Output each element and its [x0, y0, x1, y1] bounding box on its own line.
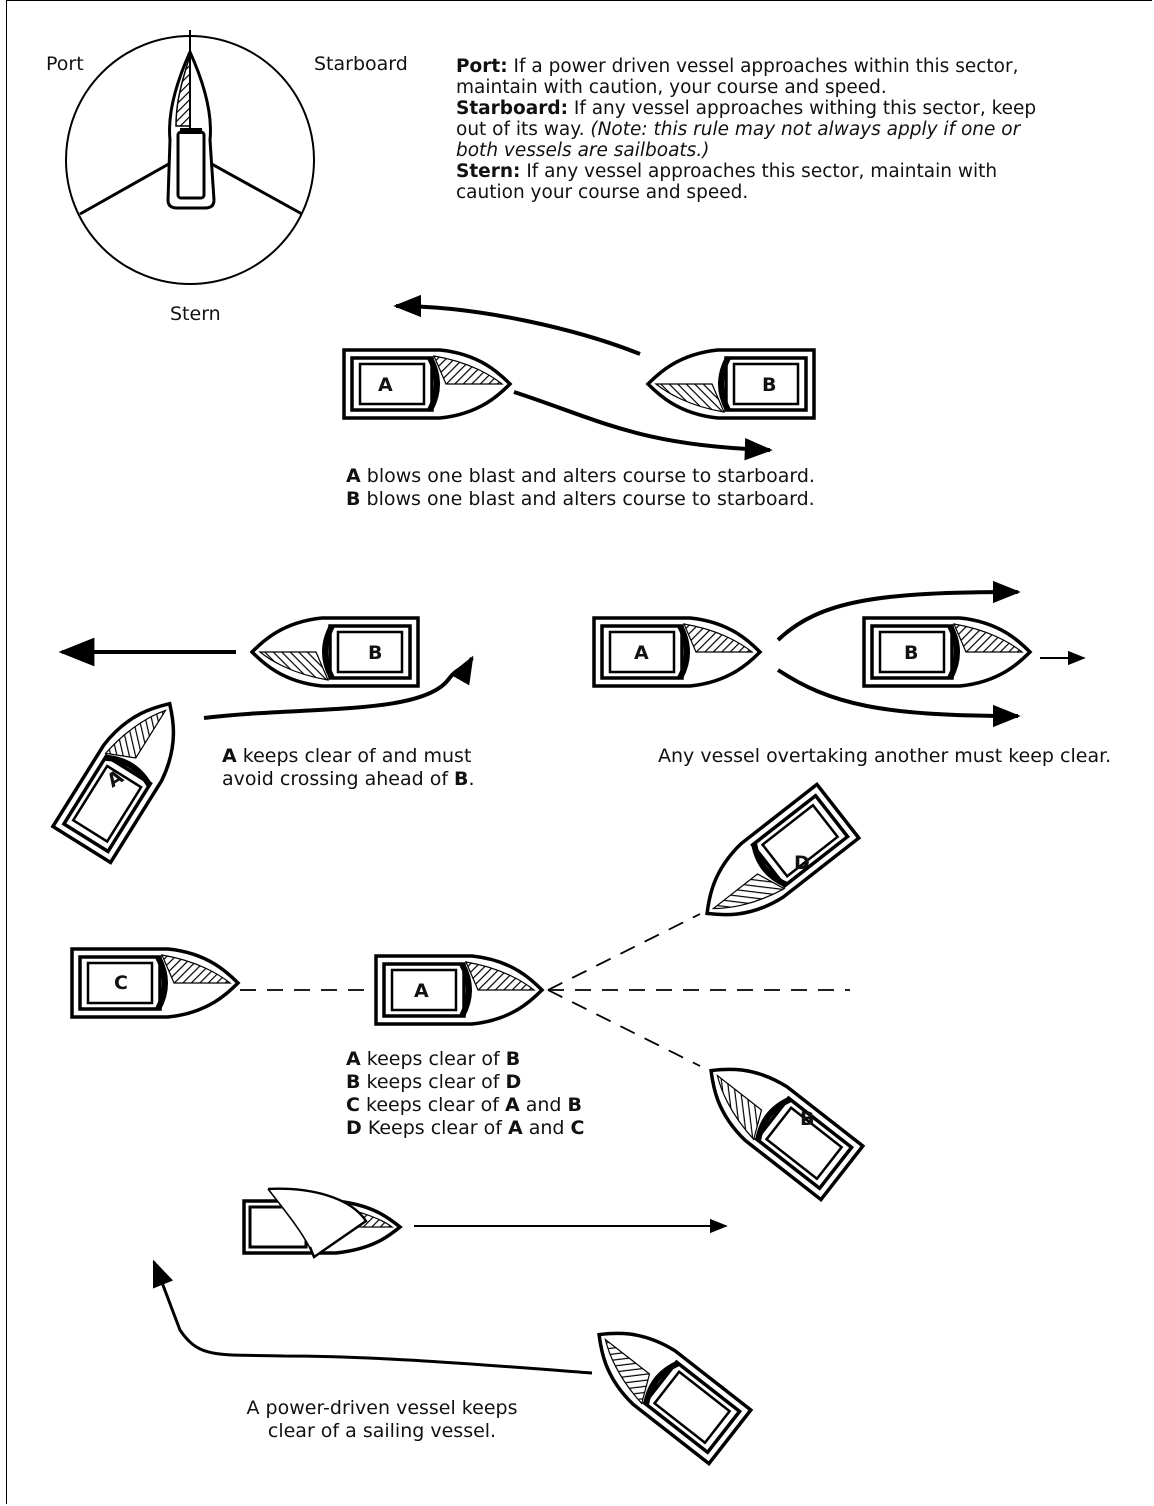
sailing-caption-line1: A power-driven vessel keeps [246, 1397, 518, 1419]
multi4-t1: Keeps clear of [361, 1117, 508, 1139]
starboard-rule-cont: out of its way. (Note: this rule may not… [456, 119, 1096, 140]
sailing-caption-line2: clear of a sailing vessel. [267, 1420, 497, 1442]
arrow-b-to-starboard [393, 294, 641, 356]
multi1-t1: keeps clear of [360, 1048, 506, 1070]
headon-b-text: blows one blast and alters course to sta… [360, 488, 815, 510]
port-label: Port [46, 53, 84, 75]
boat-d-multi [705, 781, 862, 917]
starboard-note: (Note: this rule may not always apply if… [590, 119, 1021, 140]
crossing-end: . [468, 768, 475, 790]
starboard-rule-label: Starboard: [456, 98, 568, 119]
overtaking-caption: Any vessel overtaking another must keep … [658, 745, 1112, 767]
multi-caption-4: D Keeps clear of A and C [346, 1117, 584, 1139]
multi-caption-2: B keeps clear of D [346, 1071, 521, 1093]
arrow-power-vessel [152, 1259, 593, 1375]
boat-a-overtaking [592, 616, 763, 688]
starboard-rule: Starboard: If any vessel approaches with… [456, 98, 1096, 119]
boat-a-headon [342, 348, 513, 420]
starboard-label: Starboard [314, 53, 408, 75]
boat-a-multi [374, 954, 545, 1026]
sailboat [242, 1187, 403, 1259]
boat-c-multi [70, 947, 241, 1019]
headon-caption-b: B blows one blast and alters course to s… [346, 488, 815, 510]
arrow-overtake-upper [776, 580, 1021, 642]
crossing-caption-line2: avoid crossing ahead of B. [222, 768, 475, 790]
letter-b-multi: B [800, 1108, 815, 1130]
boat-b-overtaking [862, 616, 1033, 688]
page-frame [6, 0, 1152, 1504]
port-rule-text: If a power driven vessel approaches with… [513, 56, 1019, 77]
stern-rule: Stern: If any vessel approaches this sec… [456, 161, 1096, 182]
letter-a-overtaking: A [634, 642, 649, 664]
starboard-rule-text2: out of its way. [456, 119, 585, 140]
headon-a-text: blows one blast and alters course to sta… [360, 465, 815, 487]
letter-b-headon: B [762, 374, 777, 396]
boat-a-crossing [50, 701, 176, 865]
crossing-caption-line1: A keeps clear of and must [222, 745, 471, 767]
multi4-k1: D [346, 1117, 362, 1139]
letter-a-headon: A [378, 374, 393, 396]
multi2-k2: D [505, 1071, 522, 1093]
crossing-a-key: A [222, 745, 237, 767]
multi3-k3: B [567, 1094, 582, 1116]
headon-a-key: A [346, 465, 361, 487]
arrow-a-to-starboard [513, 390, 773, 461]
multi4-k2: A [507, 1117, 523, 1139]
multi3-k2: A [504, 1094, 520, 1116]
arrow-overtake-lower [776, 668, 1021, 728]
multi1-k1: A [346, 1048, 361, 1070]
headon-b-key: B [346, 488, 361, 510]
sector-diagram [65, 30, 315, 285]
multi3-t2: and [519, 1094, 568, 1116]
stern-label: Stern [170, 303, 221, 325]
dashed-lines [240, 913, 850, 1067]
stern-rule-text: If any vessel approaches this sector, ma… [526, 161, 998, 182]
port-rule-cont: maintain with caution, your course and s… [456, 77, 887, 98]
crossing-b-key: B [454, 768, 469, 790]
multi2-k1: B [346, 1071, 361, 1093]
starboard-note-cont: both vessels are sailboats.) [456, 140, 1096, 161]
arrow-a-crossing [203, 655, 474, 720]
port-rule-label: Port: [456, 56, 508, 77]
top-view-boat [166, 30, 216, 210]
headon-caption-a: A blows one blast and alters course to s… [346, 465, 815, 487]
multi2-t1: keeps clear of [360, 1071, 506, 1093]
stern-rule-label: Stern: [456, 161, 521, 182]
letter-b-overtaking: B [904, 642, 919, 664]
crossing-text2: avoid crossing ahead of [222, 768, 455, 790]
multi4-k3: C [570, 1117, 585, 1139]
multi3-k1: C [346, 1094, 360, 1116]
power-vessel [597, 1331, 754, 1467]
crossing-text1: keeps clear of and must [236, 745, 472, 767]
letter-a-multi: A [414, 980, 429, 1002]
multi-caption-1: A keeps clear of B [346, 1048, 520, 1070]
multi4-t2: and [522, 1117, 571, 1139]
starboard-note2: both vessels are sailboats.) [456, 140, 710, 161]
letter-c-multi: C [114, 972, 128, 994]
boat-b-crossing [249, 616, 420, 688]
stern-rule-cont: caution your course and speed. [456, 182, 749, 203]
multi1-k2: B [505, 1048, 521, 1070]
letter-d-multi: D [794, 852, 810, 874]
port-rule: Port: If a power driven vessel approache… [456, 56, 1096, 77]
boat-b-headon [645, 348, 816, 420]
multi3-t1: keeps clear of [359, 1094, 505, 1116]
sector-rules: Port: If a power driven vessel approache… [456, 56, 1096, 203]
multi-caption-3: C keeps clear of A and B [346, 1094, 582, 1116]
letter-b-crossing: B [368, 642, 383, 664]
starboard-rule-text: If any vessel approaches withing this se… [573, 98, 1037, 119]
boat-b-multi [709, 1067, 866, 1203]
